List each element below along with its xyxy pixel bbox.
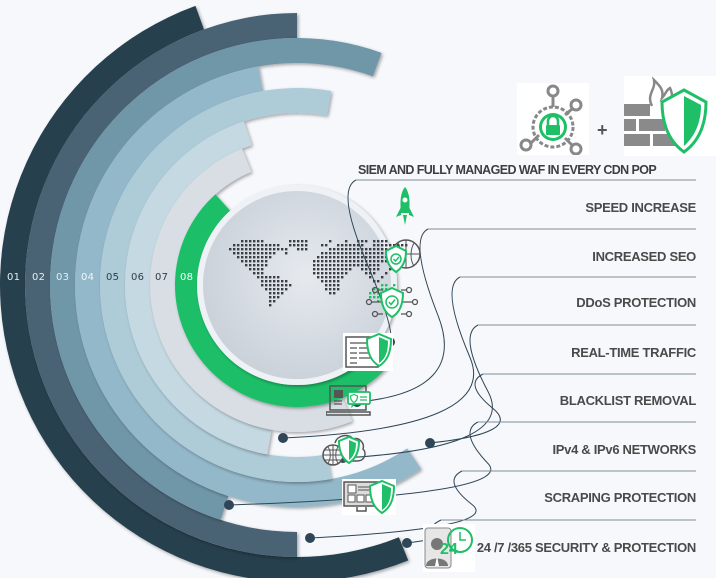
feature-blacklist-removal: BLACKLIST REMOVAL	[325, 376, 697, 424]
feature-label: SPEED INCREASE	[585, 199, 696, 215]
firewall-shield-icon	[624, 76, 716, 156]
monitor-shield-icon	[342, 479, 397, 515]
connector-dot	[402, 538, 412, 548]
ring-number-07: 07	[155, 272, 169, 283]
feature-scraping-protection: SCRAPING PROTECTION	[342, 473, 696, 521]
shield-globe-icon	[385, 239, 422, 274]
feature-ipv4-ipv6-networks: IPv4 & IPv6 NETWORKS	[322, 425, 696, 473]
ring-number-03: 03	[56, 272, 70, 283]
connector-dot	[425, 438, 435, 448]
connector-line	[356, 228, 445, 403]
agent-24-clock-icon: 24	[422, 524, 475, 572]
connector-line	[347, 179, 392, 343]
document-shield-icon	[343, 333, 394, 371]
network-lock-icon	[517, 83, 589, 155]
feature-label: INCREASED SEO	[592, 248, 696, 264]
ring-number-06: 06	[131, 272, 145, 283]
feature-label: REAL-TIME TRAFFIC	[571, 344, 696, 360]
feature-label: DDoS PROTECTION	[576, 294, 696, 310]
feature-speed-increase: SPEED INCREASE	[396, 183, 696, 231]
feature-label: 24 /7 /365 SECURITY & PROTECTION	[476, 539, 696, 555]
globe-cloud-shield-icon	[322, 434, 367, 466]
connector-dot	[224, 500, 234, 510]
shield-network-icon	[366, 286, 419, 318]
ring-arc-04	[75, 66, 422, 507]
connector-line	[429, 373, 501, 444]
ring-number-04: 04	[81, 272, 95, 283]
feature-increased-seo: INCREASED SEO	[385, 232, 696, 280]
connector-line	[309, 470, 477, 539]
connector-line	[228, 421, 492, 506]
rocket-icon	[396, 187, 415, 225]
ring-number-01: 01	[7, 272, 21, 283]
plus-sign: +	[597, 120, 608, 140]
ring-arc-06	[125, 121, 272, 455]
connector-dot	[305, 533, 315, 543]
connector-line	[282, 276, 475, 439]
connector-line	[342, 324, 493, 459]
feature-label: SCRAPING PROTECTION	[544, 489, 696, 505]
globe	[203, 191, 391, 379]
ring-number-05: 05	[106, 272, 120, 283]
feature-real-time-traffic: REAL-TIME TRAFFIC	[343, 328, 696, 376]
svg-text:24: 24	[440, 541, 458, 558]
feature-24-7-365-security: 24 24 /7 /365 SECURITY & PROTECTION	[422, 523, 696, 572]
feature-ddos-protection: DDoS PROTECTION	[366, 278, 696, 326]
laptop-shield-icon	[325, 385, 371, 416]
page-title: SIEM AND FULLY MANAGED WAF IN EVERY CDN …	[358, 163, 657, 177]
ring-number-02: 02	[32, 272, 46, 283]
ring-number-08: 08	[180, 272, 194, 283]
connector-dot	[278, 433, 288, 443]
feature-label: IPv4 & IPv6 NETWORKS	[552, 441, 696, 457]
ring-arc-07	[150, 148, 353, 432]
feature-label: BLACKLIST REMOVAL	[559, 392, 697, 408]
